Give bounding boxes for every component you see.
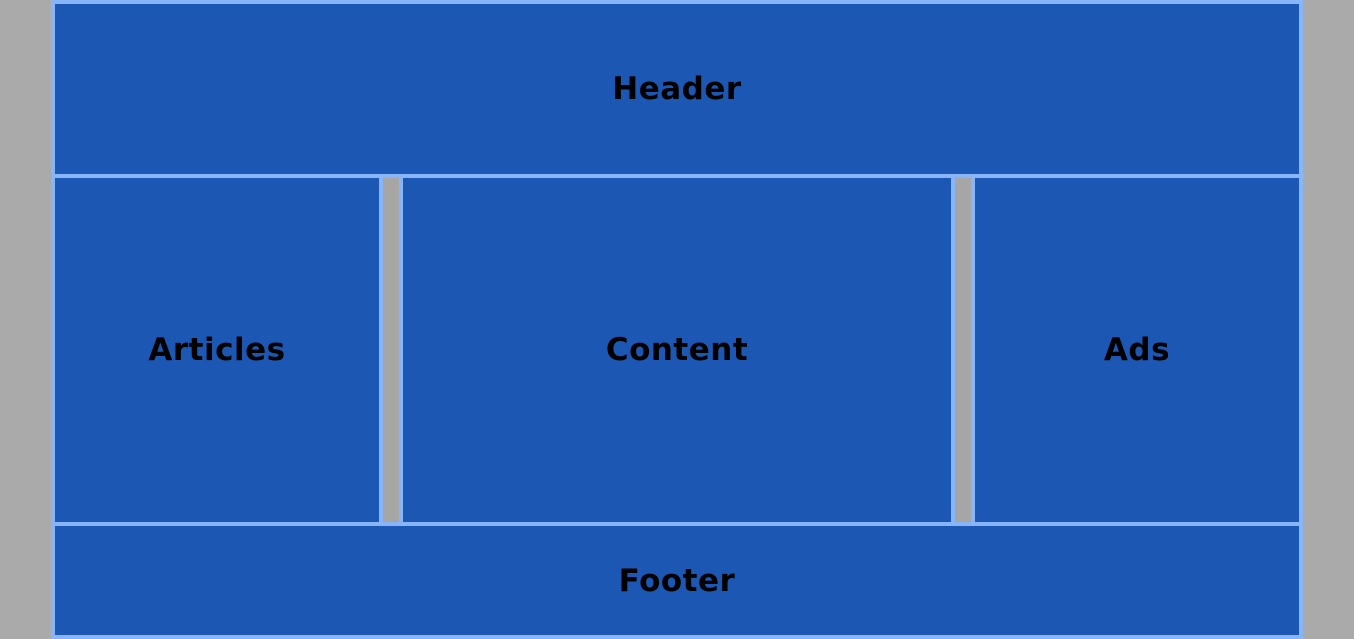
content-region: Content [399, 174, 955, 526]
header-label: Header [612, 71, 742, 107]
footer-label: Footer [618, 562, 736, 599]
header-region: Header [51, 0, 1303, 178]
ads-region: Ads [971, 174, 1303, 526]
articles-region: Articles [51, 174, 383, 526]
left-gutter [383, 174, 399, 522]
footer-region: Footer [51, 522, 1303, 639]
ads-label: Ads [1103, 332, 1171, 368]
articles-label: Articles [148, 332, 286, 368]
content-label: Content [605, 332, 749, 368]
right-gutter [955, 174, 971, 522]
